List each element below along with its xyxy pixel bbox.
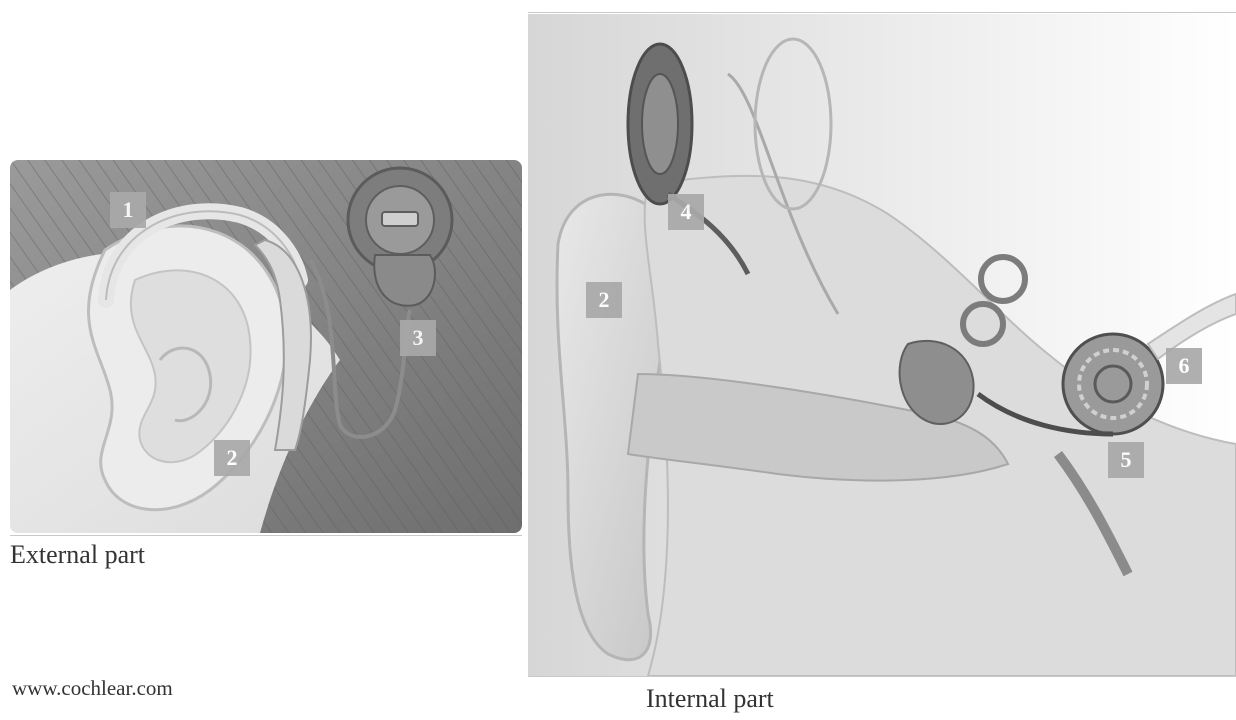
external-ear-drawing	[10, 160, 522, 533]
marker-internal-2: 2	[586, 282, 622, 318]
external-part-caption: External part	[10, 540, 145, 570]
transmitter-magnet	[382, 212, 418, 226]
top-divider	[528, 12, 1236, 13]
marker-internal-6: 6	[1166, 348, 1202, 384]
external-caption-divider	[10, 535, 522, 536]
marker-internal-4: 4	[668, 194, 704, 230]
implant-magnet	[642, 74, 678, 174]
marker-external-1: 1	[110, 192, 146, 228]
marker-external-2: 2	[214, 440, 250, 476]
marker-external-3: 3	[400, 320, 436, 356]
external-part-illustration	[10, 160, 522, 533]
internal-ear-drawing	[528, 14, 1236, 676]
source-credit: www.cochlear.com	[12, 676, 173, 701]
internal-caption-divider	[528, 676, 1236, 677]
internal-part-caption: Internal part	[646, 684, 774, 714]
marker-internal-5: 5	[1108, 442, 1144, 478]
internal-part-illustration	[528, 14, 1236, 676]
